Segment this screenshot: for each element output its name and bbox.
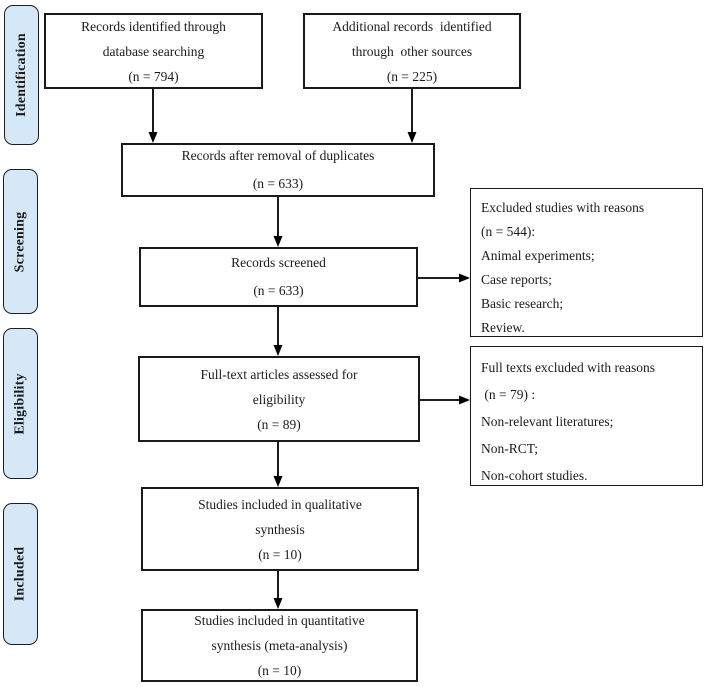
records-identified-text: Records identified through database sear… bbox=[81, 18, 226, 84]
stage-eligibility: Eligibility bbox=[3, 328, 38, 479]
arrow-fulltext-to-excluded bbox=[420, 395, 470, 405]
additional-records-text: Additional records identified through ot… bbox=[332, 18, 492, 84]
stage-included-label: Included bbox=[12, 546, 28, 602]
records-identified-box: Records identified through database sear… bbox=[44, 13, 263, 89]
stage-included: Included bbox=[3, 503, 38, 645]
after-duplicates-box: Records after removal of duplicates (n =… bbox=[121, 143, 435, 197]
excluded-screening-text: Excluded studies with reasons (n = 544):… bbox=[481, 200, 645, 335]
excluded-fulltext-box: Full texts excluded with reasons (n = 79… bbox=[470, 346, 703, 486]
quantitative-included-text: Studies included in quantitative synthes… bbox=[194, 613, 365, 678]
after-duplicates-text: Records after removal of duplicates (n =… bbox=[181, 148, 375, 191]
stage-eligibility-label: Eligibility bbox=[12, 372, 28, 435]
additional-records-box: Additional records identified through ot… bbox=[303, 13, 521, 89]
qualitative-included-text: Studies included in qualitative synthesi… bbox=[198, 496, 362, 562]
records-screened-box: Records screened (n = 633) bbox=[139, 247, 418, 307]
fulltext-assessed-box: Full-text articles assessed for eligibil… bbox=[138, 356, 420, 442]
arrow-additional-to-duplicates bbox=[407, 89, 417, 143]
arrow-screened-to-fulltext bbox=[273, 307, 283, 356]
excluded-screening-box: Excluded studies with reasons (n = 544):… bbox=[470, 188, 703, 337]
stage-identification-label: Identification bbox=[13, 33, 29, 117]
qualitative-included-box: Studies included in qualitative synthesi… bbox=[141, 487, 419, 571]
fulltext-assessed-text: Full-text articles assessed for eligibil… bbox=[200, 366, 358, 432]
arrow-duplicates-to-screened bbox=[273, 197, 283, 247]
arrow-screened-to-excluded bbox=[418, 273, 470, 283]
stage-screening-label: Screening bbox=[12, 211, 28, 272]
excluded-fulltext-text: Full texts excluded with reasons (n = 79… bbox=[481, 360, 655, 483]
quantitative-included-box: Studies included in quantitative synthes… bbox=[141, 609, 418, 682]
records-screened-text: Records screened (n = 633) bbox=[231, 255, 326, 298]
stage-identification: Identification bbox=[4, 5, 39, 145]
arrow-qualitative-to-quantitative bbox=[273, 571, 283, 609]
stage-screening: Screening bbox=[3, 169, 38, 314]
arrow-identified-to-duplicates bbox=[148, 89, 158, 143]
arrow-fulltext-to-qualitative bbox=[273, 442, 283, 487]
